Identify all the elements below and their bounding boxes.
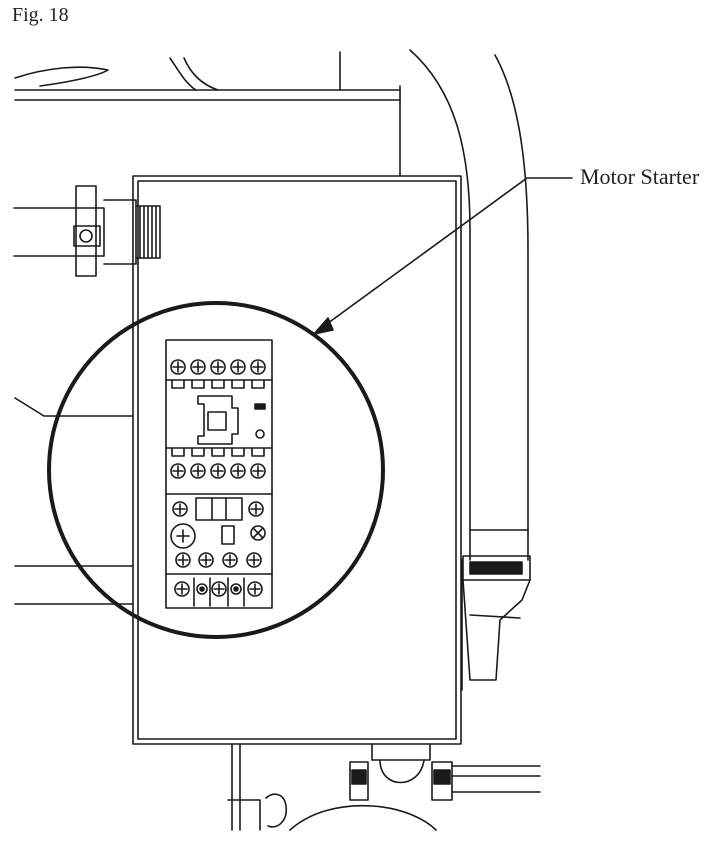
right-tubes [409, 49, 529, 561]
bottom-terminal-row [170, 463, 266, 479]
motor-starter-label: Motor Starter [580, 164, 700, 189]
magnifier-circle [47, 301, 385, 639]
top-terminal-row [170, 359, 266, 375]
left-leader-lines [14, 397, 134, 605]
coil-window [197, 395, 266, 445]
figure-label: Fig. 18 [12, 4, 69, 26]
top-terminal-tabs [171, 379, 265, 389]
motor-starter [165, 339, 273, 609]
bottom-fittings [227, 743, 541, 831]
left-fitting [13, 185, 161, 277]
side-clamp [461, 555, 531, 691]
bottom-terminal-tabs [171, 447, 265, 457]
callout-arrow [313, 177, 573, 335]
enclosure [132, 175, 462, 745]
overload-relay [165, 497, 273, 607]
top-mounting-plate [14, 51, 401, 177]
